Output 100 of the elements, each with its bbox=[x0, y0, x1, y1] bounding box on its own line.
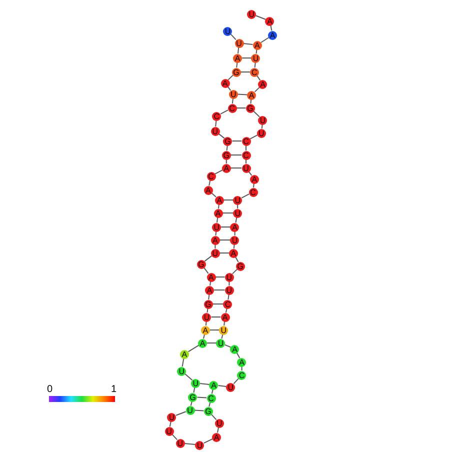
nucleotide-circle: U bbox=[210, 126, 220, 136]
nucleotide-circle: A bbox=[258, 80, 268, 88]
nucleotide-circle: A bbox=[222, 164, 231, 172]
backbone-line bbox=[230, 34, 236, 40]
nucleotide-circle: U bbox=[224, 272, 234, 282]
base-pair-line bbox=[215, 276, 226, 278]
nucleotide-circle: G bbox=[236, 262, 245, 270]
backbone-line bbox=[228, 74, 234, 80]
nucleotide-circle: U bbox=[242, 164, 250, 172]
nucleotide-circle: A bbox=[180, 350, 189, 358]
nucleotide-circle: A bbox=[252, 40, 262, 50]
backbone-line bbox=[176, 411, 186, 416]
nucleotide-circle: U bbox=[251, 54, 260, 62]
nucleotide-circle: G bbox=[223, 136, 232, 146]
nucleotide-circle: A bbox=[204, 186, 213, 194]
nucleotide-circle: U bbox=[258, 116, 268, 124]
backbone-line bbox=[250, 134, 258, 140]
nucleotide-circle: U bbox=[233, 196, 242, 204]
nucleotide-circle: U bbox=[247, 10, 256, 18]
nucleotide-circle: C bbox=[223, 300, 232, 308]
nucleotide-circle: U bbox=[214, 418, 224, 428]
base-pair-line bbox=[232, 140, 242, 142]
backbone-line bbox=[236, 352, 240, 358]
base-pair-line bbox=[194, 410, 204, 412]
nucleotide-circle: G bbox=[246, 104, 255, 112]
nucleotide-circle: A bbox=[237, 358, 246, 366]
nucleotide-circle: U bbox=[233, 208, 242, 218]
nucleotide-circle: C bbox=[242, 150, 250, 160]
base-pair-line bbox=[222, 212, 234, 214]
backbone-line bbox=[217, 426, 219, 434]
nucleotide-circle: A bbox=[233, 54, 242, 62]
nucleotide-circle: G bbox=[232, 68, 241, 76]
nucleotide-circle: G bbox=[222, 150, 231, 160]
base-pair-line bbox=[243, 43, 254, 45]
backbone-line bbox=[182, 358, 184, 368]
backbone-line bbox=[184, 373, 193, 381]
nucleotide-circle: U bbox=[177, 366, 186, 376]
nucleotide-circle: U bbox=[186, 406, 194, 414]
nucleotide-circle: U bbox=[223, 26, 232, 36]
scale-label: 0 bbox=[47, 385, 53, 395]
nucleotide-circle: C bbox=[212, 112, 222, 120]
base-pair-line bbox=[200, 383, 210, 385]
backbone-line bbox=[188, 344, 200, 352]
nucleotide-circle: U bbox=[228, 90, 238, 98]
scale-label: 1 bbox=[111, 385, 117, 395]
backbone-line bbox=[204, 255, 212, 262]
backbone-line bbox=[228, 294, 230, 300]
base-pair-line bbox=[196, 396, 207, 398]
backbone-line bbox=[184, 443, 196, 445]
nucleotide-circle: A bbox=[220, 78, 230, 88]
backbone-line bbox=[203, 438, 213, 444]
nucleotide-circle: C bbox=[250, 68, 259, 76]
nucleotide-circle: U bbox=[234, 38, 244, 48]
nucleotide-circle: A bbox=[265, 16, 274, 26]
backbone-line bbox=[203, 267, 209, 274]
base-pair-line bbox=[237, 94, 248, 96]
nucleotide-circle: A bbox=[228, 248, 238, 258]
base-pair-line bbox=[206, 342, 217, 344]
nucleotide-circle: U bbox=[219, 326, 228, 334]
backbone-line bbox=[233, 378, 240, 384]
nucleotide-circle: A bbox=[206, 272, 216, 282]
nucleotide-circle: U bbox=[176, 438, 185, 448]
nucleotide-circle: A bbox=[230, 344, 240, 354]
nucleotide-circle: A bbox=[205, 286, 214, 294]
backbone-line bbox=[215, 120, 217, 127]
backbone-line bbox=[226, 145, 228, 151]
nucleotide-circle: C bbox=[206, 172, 216, 180]
backbone-line bbox=[255, 15, 266, 20]
backbone-line bbox=[256, 75, 261, 81]
nucleotide-circle: U bbox=[256, 128, 266, 138]
base-pair-line bbox=[210, 316, 221, 318]
nucleotide-circle: A bbox=[214, 208, 222, 218]
nucleotide-circle: A bbox=[214, 196, 224, 204]
nucleotide-circle: C bbox=[242, 136, 250, 146]
base-pair-line bbox=[219, 252, 230, 254]
nucleotide-circle: A bbox=[209, 380, 218, 390]
nucleotide-circle: U bbox=[202, 312, 212, 322]
nucleotide-circle: C bbox=[206, 394, 216, 402]
nucleotide-circle: G bbox=[204, 406, 213, 416]
backbone-line bbox=[241, 194, 250, 198]
nucleotide-circle: G bbox=[196, 260, 206, 268]
backbone-line bbox=[218, 385, 227, 387]
nucleotide-circle: C bbox=[228, 104, 236, 112]
backbone-line bbox=[232, 98, 234, 104]
backbone-line bbox=[214, 170, 223, 174]
nucleotide-circle: U bbox=[167, 412, 176, 422]
backbone-line bbox=[208, 294, 210, 300]
backbone-line bbox=[216, 217, 218, 223]
backbone-line bbox=[254, 62, 256, 68]
nucleotide-circle: A bbox=[247, 90, 256, 100]
nucleotide-circle: U bbox=[212, 222, 222, 232]
backbone-line bbox=[236, 62, 238, 68]
backbone-line bbox=[260, 37, 270, 43]
backbone-line bbox=[172, 434, 178, 440]
base-pair-line bbox=[230, 154, 242, 156]
nucleotide-circle: U bbox=[226, 382, 236, 392]
nucleotide-circle: A bbox=[220, 312, 230, 322]
backbone-line bbox=[224, 344, 232, 348]
backbone-line bbox=[253, 110, 260, 118]
backbone-line bbox=[235, 256, 239, 262]
